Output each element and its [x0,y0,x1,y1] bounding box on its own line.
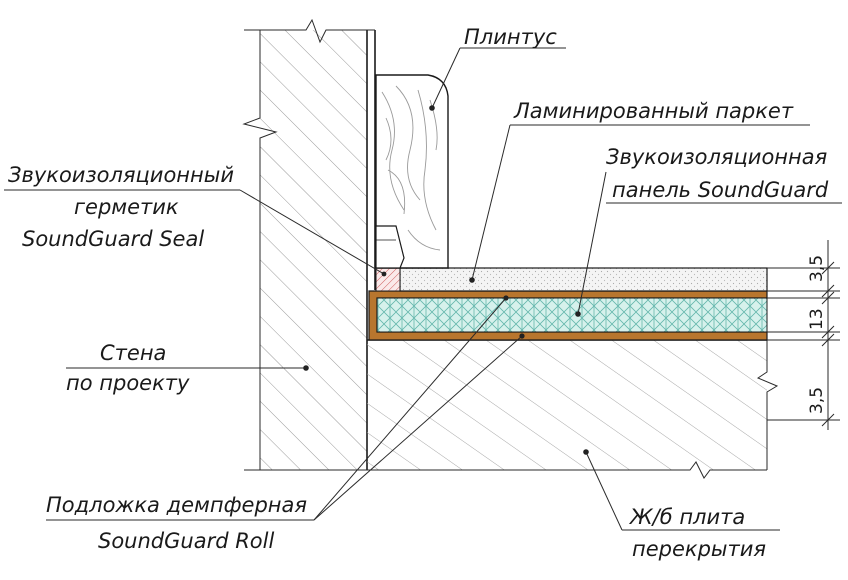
callout-wall: Стена по проекту [66,341,309,395]
callout-plinth: Плинтус [429,25,566,111]
dim-laminate: 3,5 [807,255,827,282]
plinth [375,74,449,269]
label-seal-line2: герметик [74,195,179,219]
label-laminate: Ламинированный паркет [513,99,794,123]
label-seal-line1: Звукоизоляционный [8,163,234,187]
label-plinth: Плинтус [464,25,557,49]
label-slab-line2: перекрытия [632,537,766,561]
label-panel-line1: Звукоизоляционная [606,145,827,169]
callout-laminate: Ламинированный паркет [469,99,810,283]
dim-slab: 3,5 [807,387,827,414]
wall [242,18,376,470]
callout-seal: Звукоизоляционный герметик SoundGuard Se… [4,163,387,277]
callout-panel: Звукоизоляционная панель SoundGuard [575,145,842,317]
label-slab-line1: Ж/б плита [628,505,745,529]
label-panel-line2: панель SoundGuard [612,178,829,202]
label-seal-line3: SoundGuard Seal [22,227,204,251]
dim-panel: 13 [807,308,827,330]
label-wall-line2: по проекту [66,371,190,395]
label-wall-line1: Стена [100,341,166,365]
label-underlay-line2: SoundGuard Roll [98,529,274,553]
callout-underlay: Подложка демпферная SoundGuard Roll [46,295,525,553]
callout-slab: Ж/б плита перекрытия [583,449,780,561]
soundguard-panel [376,297,768,333]
label-underlay-line1: Подложка демпферная [46,493,307,517]
dimension-lines [767,240,840,430]
